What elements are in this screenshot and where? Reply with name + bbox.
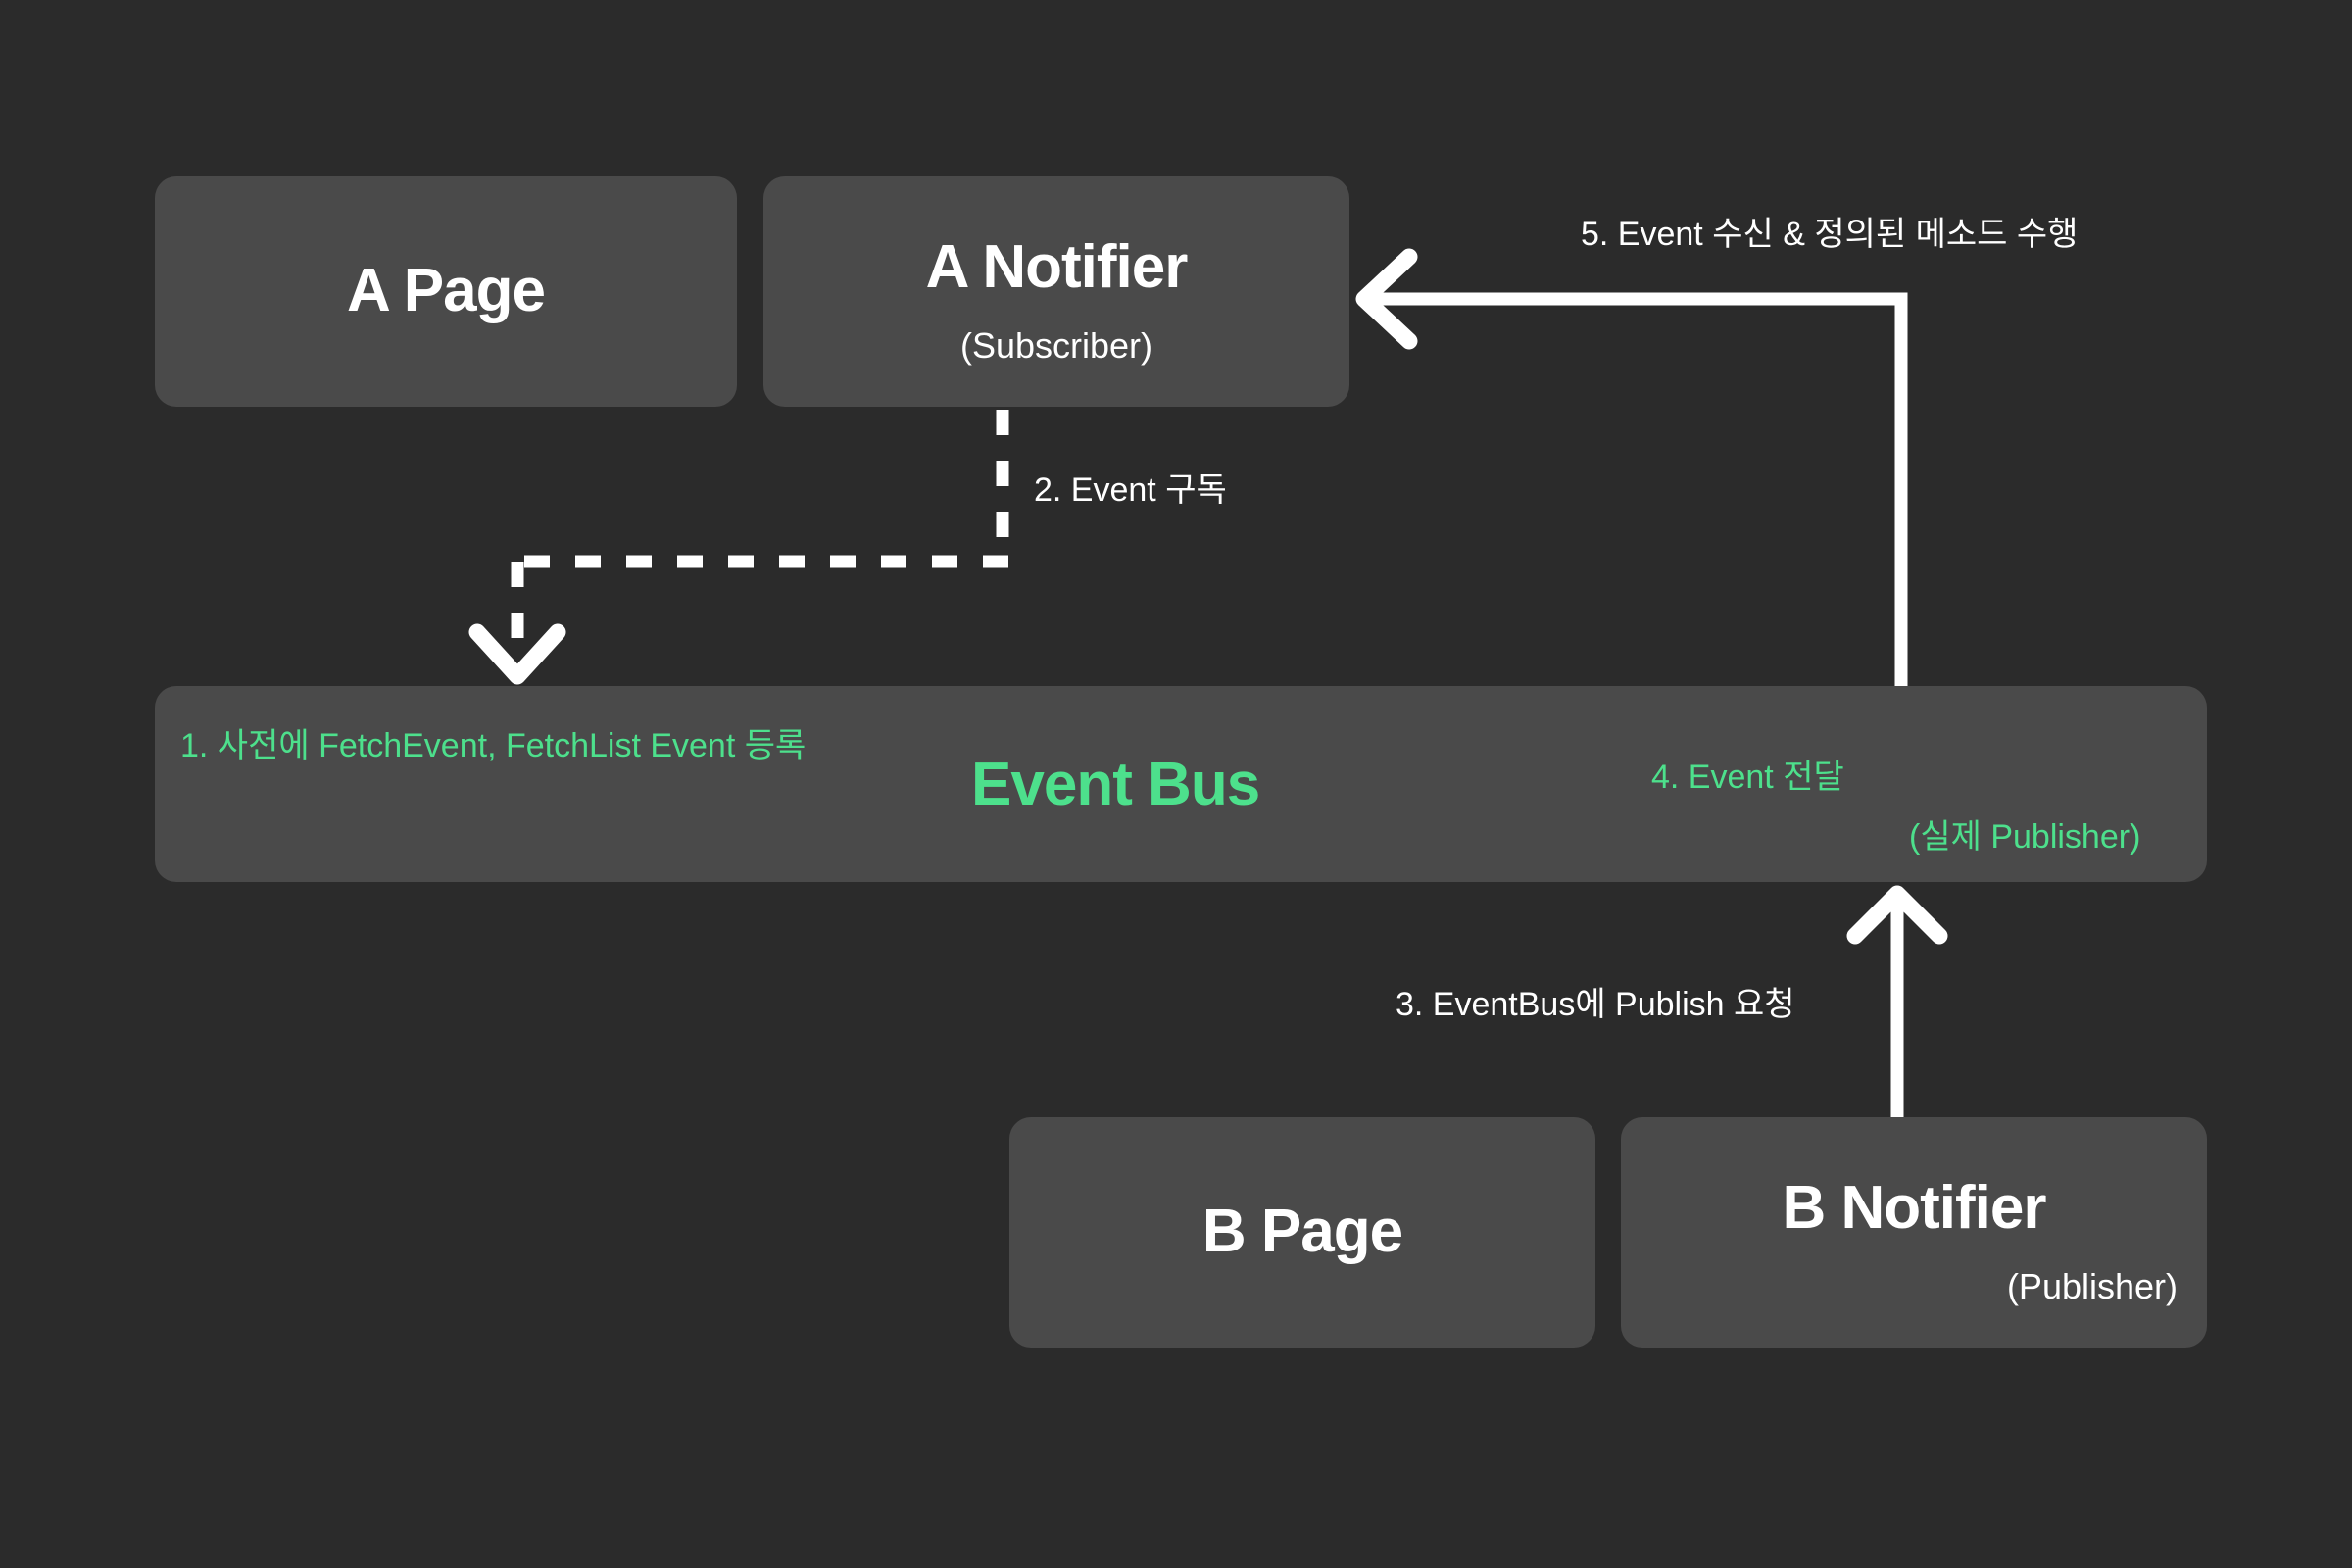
node-b-notifier-subtitle: (Publisher) [2006,1266,2178,1306]
event-bus-step1-label: 1. 사전에 FetchEvent, FetchList Event 등록 [180,727,807,764]
node-b-notifier[interactable]: B Notifier (Publisher) [1621,1117,2207,1348]
event-bus-step4-label: 4. Event 전달 [1651,759,1844,796]
node-b-page-title: B Page [1201,1198,1403,1265]
event-bus-container[interactable]: 1. 사전에 FetchEvent, FetchList Event 등록 Ev… [155,686,2207,882]
node-a-notifier-title: A Notifier [925,233,1189,301]
node-a-notifier-subtitle: (Subscriber) [959,325,1153,366]
deliver-arrow-to-subscriber [1355,248,1908,686]
subscribe-arrowhead-down-icon [468,623,566,685]
step2-label: 2. Event 구독 [1034,471,1227,509]
node-a-page-title: A Page [347,257,546,324]
node-a-page[interactable]: A Page [155,176,737,407]
publish-arrow-up [1846,885,1948,1117]
subscribe-dashed-path [511,410,1009,642]
event-bus-title: Event Bus [971,751,1260,818]
node-a-notifier[interactable]: A Notifier (Subscriber) [763,176,1349,407]
node-b-notifier-title: B Notifier [1782,1174,2047,1242]
step5-label: 5. Event 수신 & 정의된 메소드 수행 [1581,216,2079,253]
event-bus-publisher-subtitle: (실제 Publisher) [1909,818,2141,856]
step3-label: 3. EventBus에 Publish 요청 [1396,986,1795,1023]
node-b-page[interactable]: B Page [1009,1117,1595,1348]
